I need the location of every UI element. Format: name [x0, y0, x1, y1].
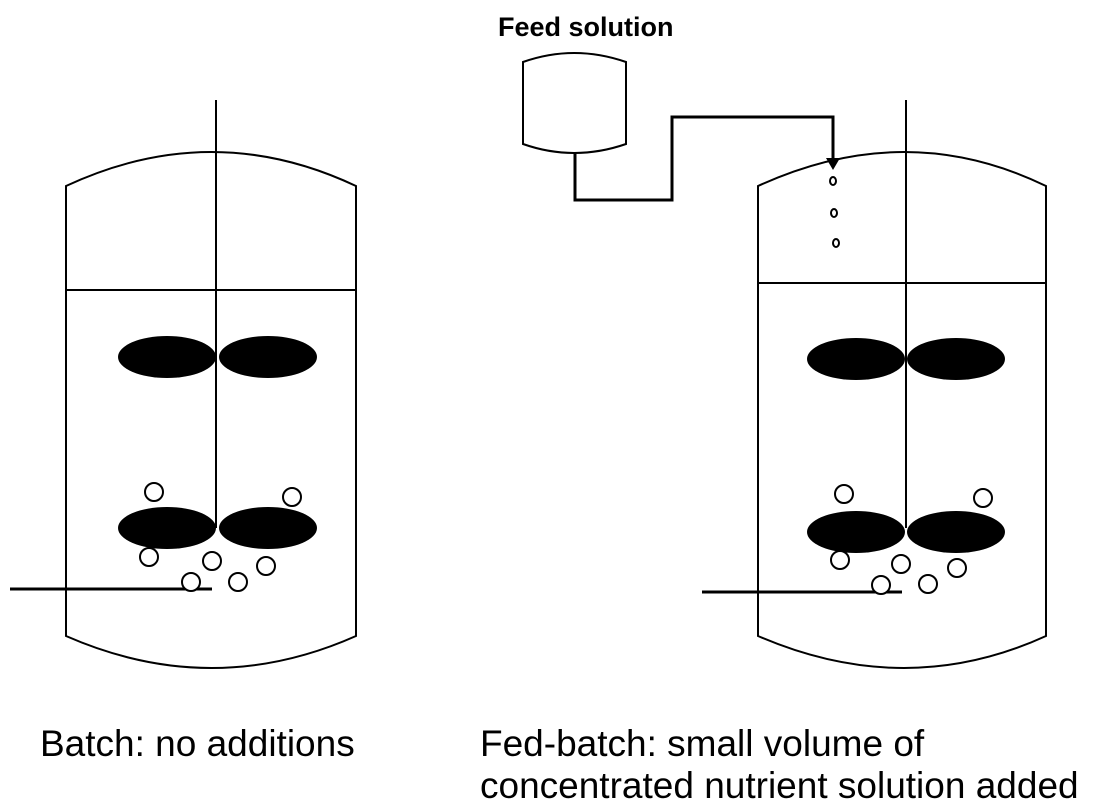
fedbatch-lower-impeller-right-blade: [907, 511, 1005, 553]
fedbatch-bubble: [830, 550, 850, 570]
feed-drop: [830, 208, 838, 218]
batch-bubble: [144, 482, 164, 502]
batch-reactor: [10, 100, 357, 669]
fedbatch-bubble: [918, 574, 938, 594]
batch-bubbles: [139, 482, 302, 592]
fedbatch-caption-line-1: Fed-batch: small volume of: [480, 723, 925, 764]
batch-bubble: [139, 547, 159, 567]
fedbatch-bubble: [947, 558, 967, 578]
batch-bubble: [202, 551, 222, 571]
batch-upper-impeller-left-blade: [118, 336, 216, 378]
batch-upper-impeller-right-blade: [219, 336, 317, 378]
batch-bubble: [181, 572, 201, 592]
fedbatch-bubble: [973, 488, 993, 508]
fedbatch-upper-impeller-right-blade: [907, 338, 1005, 380]
batch-lower-impeller-left-blade: [118, 507, 216, 549]
fedbatch-lower-impeller-left-blade: [807, 511, 905, 553]
fedbatch-vessel-outline: [757, 151, 1047, 669]
fedbatch-reactor: [702, 100, 1047, 669]
fedbatch-bubble: [871, 575, 891, 595]
fedbatch-impellers: [807, 338, 1005, 553]
feed-tank: [522, 52, 627, 154]
fedbatch-bubbles: [830, 484, 993, 595]
feed-drops: [829, 176, 840, 248]
batch-bubble: [256, 556, 276, 576]
batch-vessel-outline: [65, 151, 357, 669]
batch-bubble: [228, 572, 248, 592]
fedbatch-bubble: [891, 554, 911, 574]
batch-caption: Batch: no additions: [40, 723, 355, 764]
fedbatch-caption-line-2: concentrated nutrient solution added: [480, 765, 1079, 806]
feed-drop: [832, 238, 840, 248]
feed-system: [522, 52, 835, 202]
batch-lower-impeller-right-blade: [219, 507, 317, 549]
fedbatch-upper-impeller-left-blade: [807, 338, 905, 380]
batch-impellers: [118, 336, 317, 549]
feed-solution-label: Feed solution: [498, 12, 674, 42]
batch-bubble: [282, 487, 302, 507]
fedbatch-bubble: [834, 484, 854, 504]
feed-drop: [829, 176, 837, 186]
feed-line: [573, 115, 835, 202]
